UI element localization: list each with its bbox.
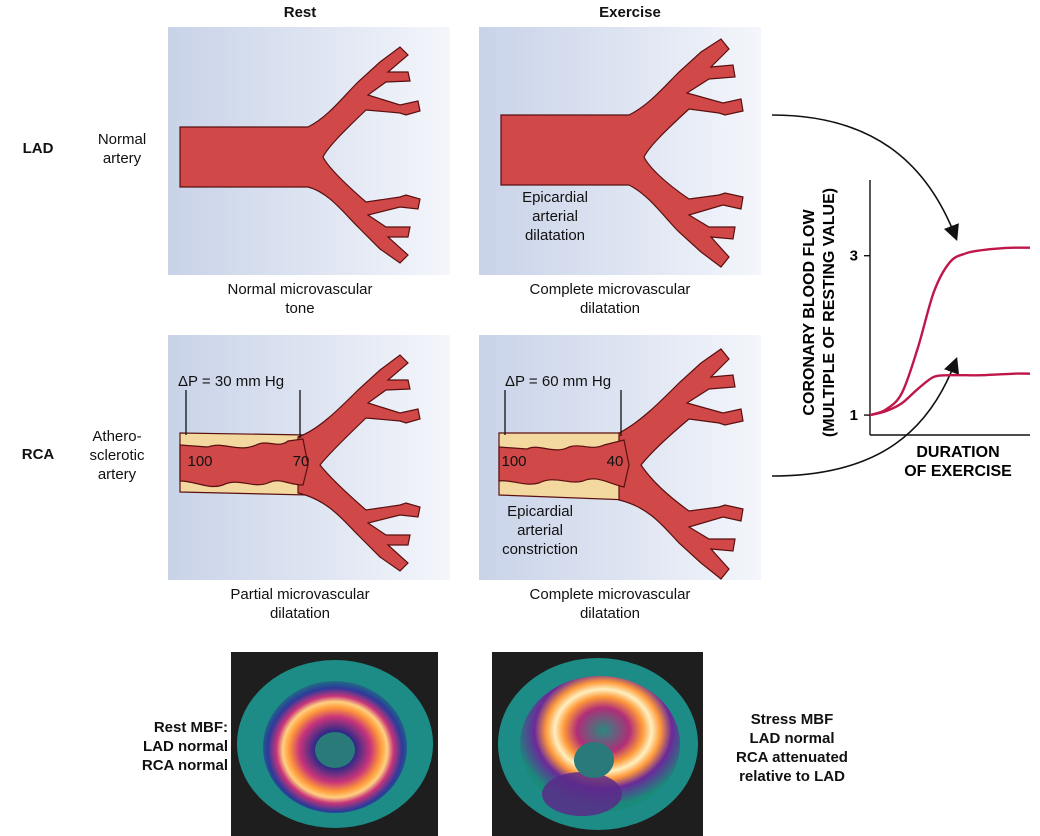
row-label-lad: LAD: [22, 140, 54, 157]
column-header-rest: Rest: [283, 4, 317, 21]
y-tick-label-0: 3: [850, 248, 858, 265]
dp-rca-rest: ΔP = 30 mm Hg: [178, 373, 285, 390]
scan-stress-cavity: [574, 742, 614, 778]
pressure-in-rca-exercise: 100: [501, 453, 527, 470]
arrow-lad-to-chart: [771, 114, 959, 241]
pressure-in-rca-rest: 100: [187, 453, 213, 470]
y-tick-label-1: 1: [850, 407, 858, 424]
column-header-exercise: Exercise: [599, 4, 661, 21]
x-axis-label-0: DURATION: [916, 444, 999, 461]
lad-rest-artery: [179, 46, 421, 264]
y-axis-label-1: (MULTIPLE OF RESTING VALUE): [821, 188, 838, 437]
row-label-rca: RCA: [21, 446, 55, 463]
dp-rca-exercise: ΔP = 60 mm Hg: [505, 373, 612, 390]
series-line-1: [869, 372, 1031, 417]
rca-rest-artery: [179, 354, 421, 572]
scan-stress: [492, 652, 703, 836]
scan-stress-inferior: [542, 772, 622, 816]
rca-exercise-artery: [498, 348, 744, 580]
pressure-out-rca-exercise: 40: [606, 453, 624, 470]
scan-rest: [231, 652, 438, 836]
lad-exercise-artery: [500, 38, 744, 268]
x-axis-label-1: OF EXERCISE: [904, 463, 1012, 480]
pressure-out-rca-rest: 70: [292, 453, 310, 470]
scan-rest-cavity: [315, 732, 355, 768]
series-line-0: [869, 246, 1031, 417]
arrow-rca-to-chart: [771, 357, 960, 477]
y-axis-label-0: CORONARY BLOOD FLOW: [801, 209, 818, 416]
